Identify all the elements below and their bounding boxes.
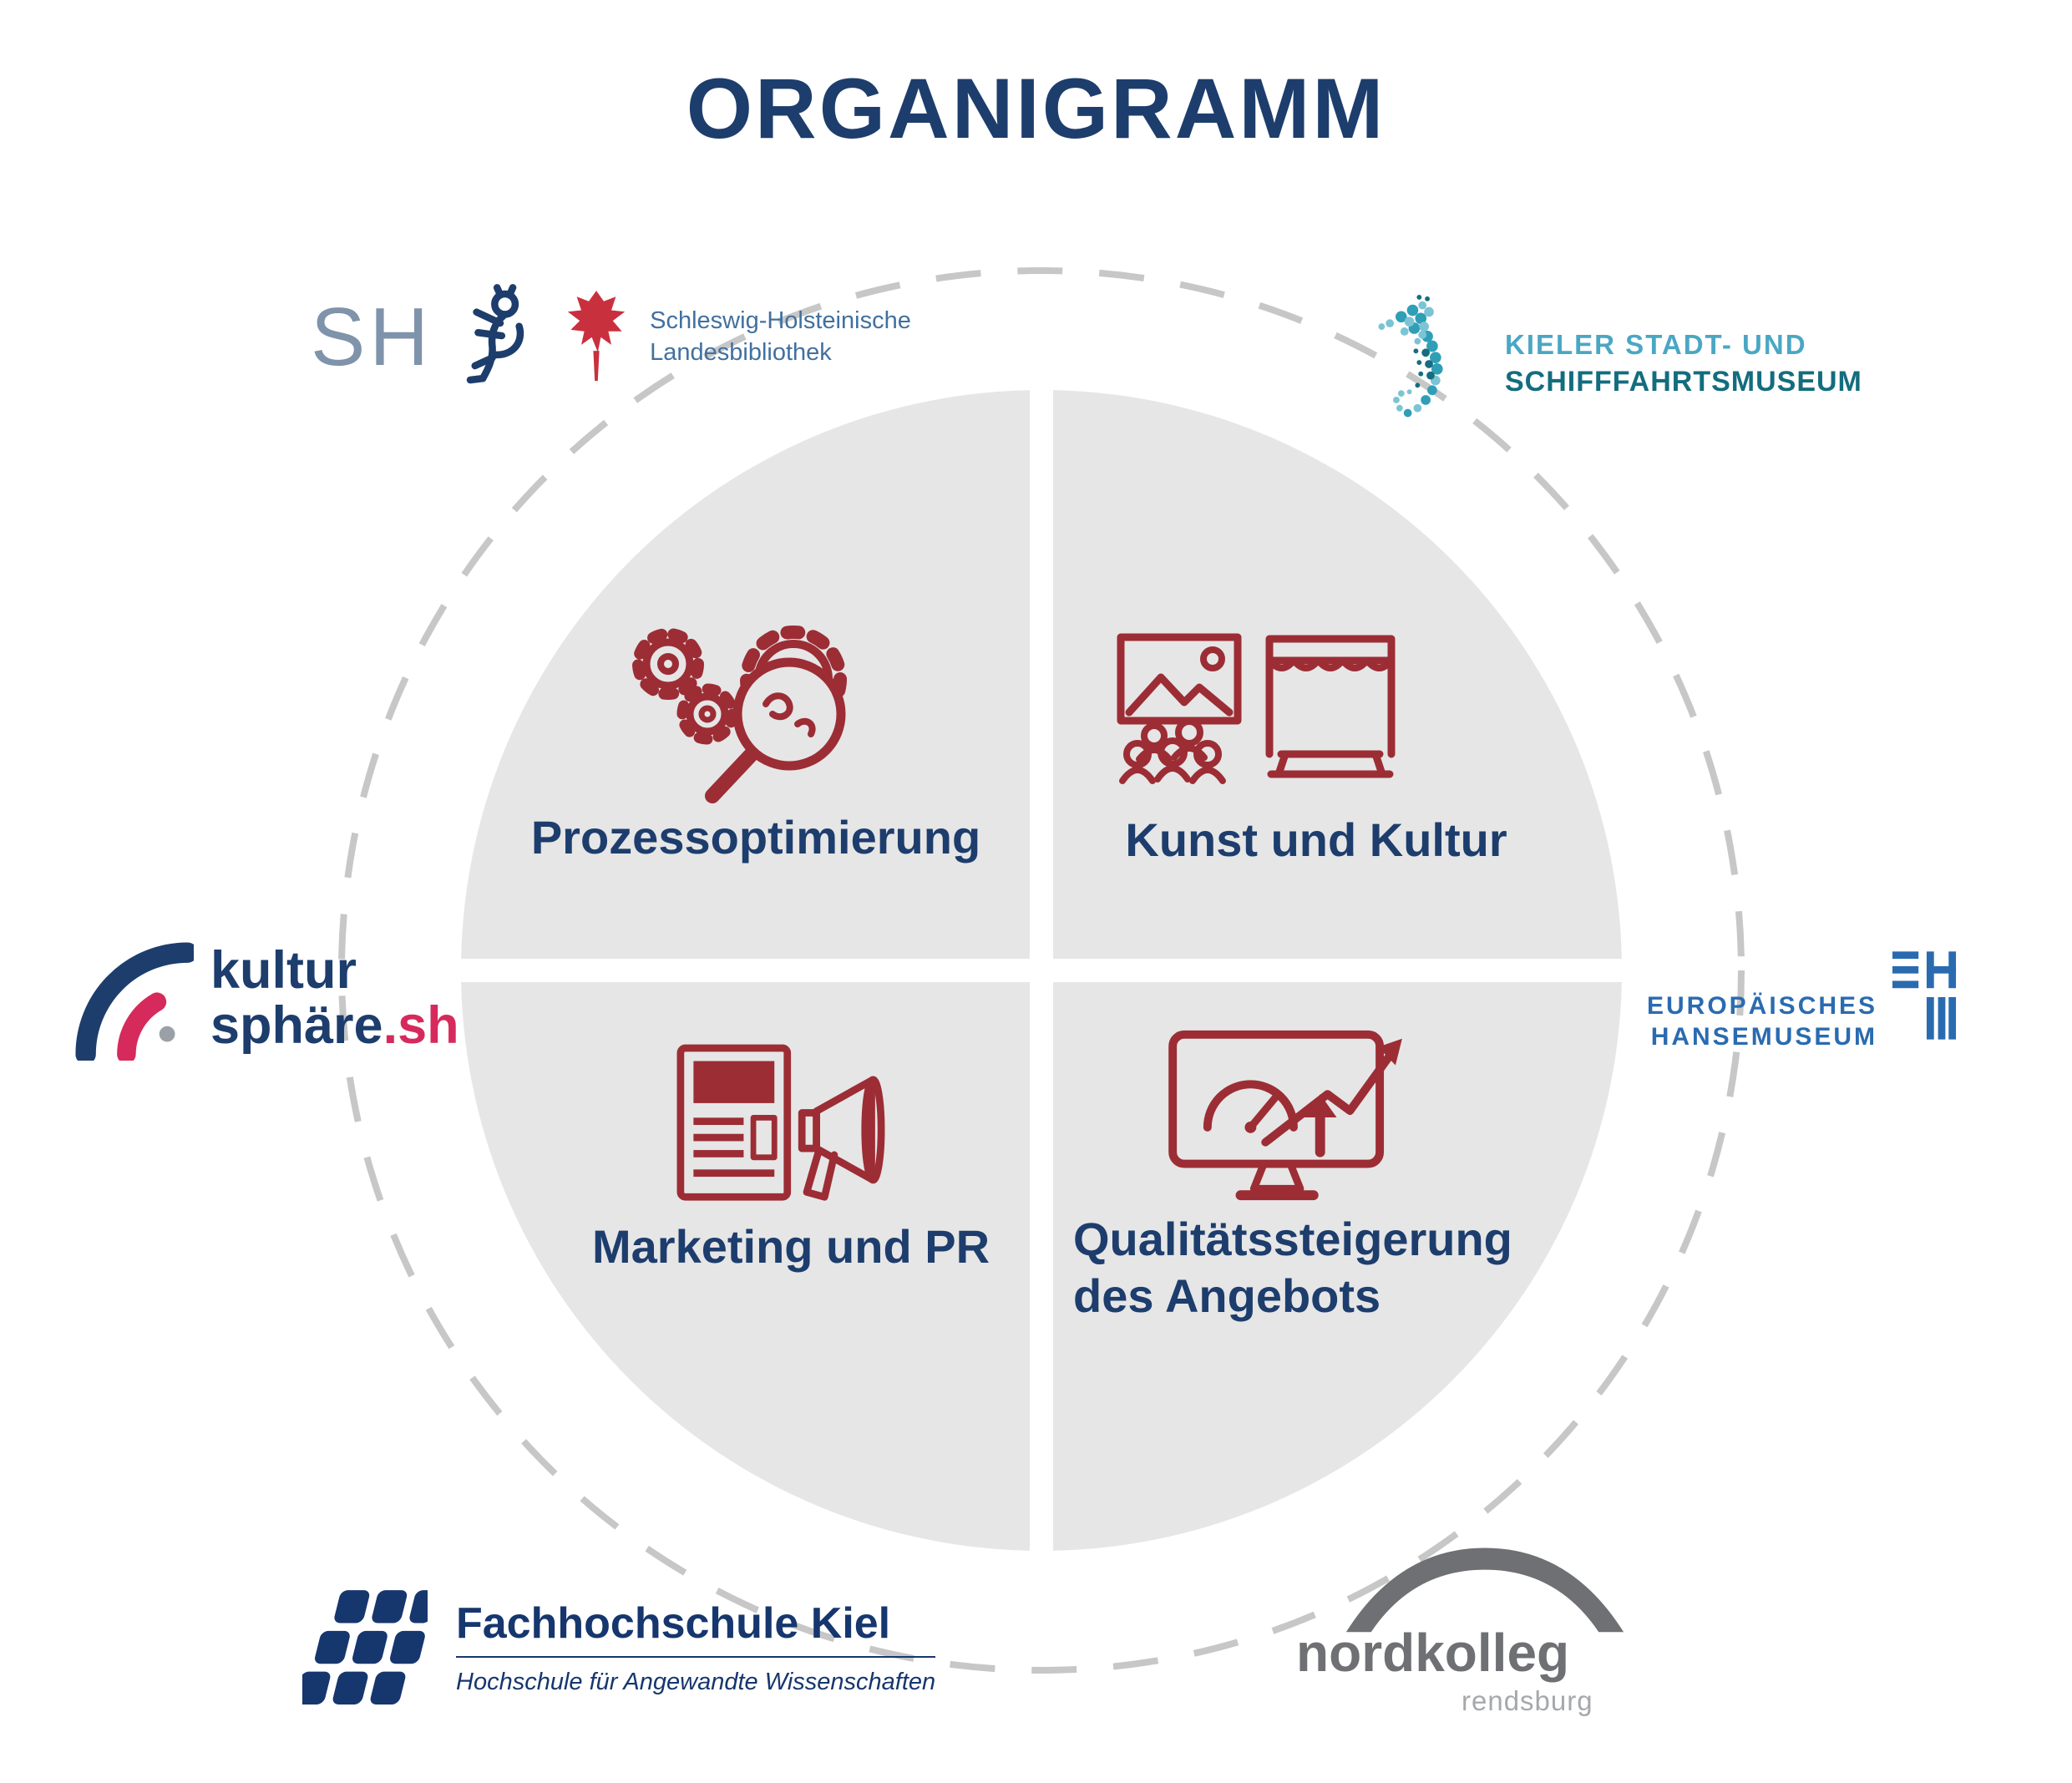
fh-kiel-waves-icon	[302, 1590, 428, 1704]
logo-kultursphaere: kultur sphäre.sh	[68, 935, 459, 1061]
fachhochschule-text: Fachhochschule Kiel Hochschule für Angew…	[456, 1598, 936, 1696]
logo-landesbibliothek: SH Schleswig-Holsteinische Landesbibliot…	[311, 281, 911, 393]
hansemuseum-eh-glyph-icon	[1892, 951, 1957, 1040]
quadrant-divider-horizontal	[461, 959, 1622, 982]
quadrant-label-line1: Qualitätssteigerung	[1073, 1213, 1512, 1265]
logo-nordkolleg: nordkolleg rendsburg	[1296, 1542, 1655, 1734]
logo-fachhochschule-kiel: Fachhochschule Kiel Hochschule für Angew…	[302, 1587, 936, 1708]
nordkolleg-name: nordkolleg	[1296, 1623, 1570, 1683]
hansemuseum-name-line1: EUROPÄISCHES	[1647, 992, 1878, 1020]
dashed-circle-outline	[338, 267, 1745, 1674]
landesbibliothek-name-line2: Landesbibliothek	[650, 339, 832, 366]
sh-abbreviation: SH	[311, 290, 433, 382]
landesbibliothek-name: Schleswig-Holsteinische Landesbibliothek	[650, 305, 911, 368]
seahorse-dots-icon	[1378, 294, 1443, 418]
logo-schifffahrtsmuseum: KIELER STADT- UND SCHIFFFAHRTSMUSEUM	[1376, 294, 1862, 433]
quadrant-label-kunst-und-kultur: Kunst und Kultur	[1125, 813, 1507, 866]
fachhochschule-name: Fachhochschule Kiel	[456, 1598, 891, 1648]
fachhochschule-subtitle: Hochschule für Angewandte Wissenschaften	[456, 1655, 936, 1696]
nordkolleg-subtitle: rendsburg	[1462, 1685, 1593, 1716]
quadrant-label-line2: des Angebots	[1073, 1269, 1381, 1323]
art-stage-icon	[1114, 626, 1398, 818]
gears-magnifier-icon	[622, 614, 889, 814]
kultursphaere-word1: kultur	[210, 941, 357, 1000]
schifffahrtsmuseum-name: KIELER STADT- UND SCHIFFFAHRTSMUSEUM	[1505, 327, 1862, 400]
quadrant-label-prozessoptimierung: Prozessoptimierung	[530, 811, 981, 864]
hansemuseum-name: EUROPÄISCHES HANSEMUSEUM	[1647, 990, 1877, 1052]
nordkolleg-arch-icon	[1345, 1547, 1624, 1633]
kultursphaere-wordmark: kultur sphäre.sh	[210, 943, 459, 1053]
kultursphaere-word2: sphäre	[210, 996, 383, 1055]
nettle-leaf-icon	[567, 291, 626, 382]
hansemuseum-name-line2: HANSEMUSEUM	[1650, 1023, 1878, 1051]
monitor-growth-icon	[1157, 1018, 1424, 1217]
sh-lion-icon	[466, 284, 524, 384]
quadrant-circle: Prozessoptimierung	[461, 390, 1622, 1551]
quadrant-label-qualitaetssteigerung: Qualitätssteigerung des Angebots	[1073, 1211, 1622, 1325]
quadrant-label-marketing-und-pr: Marketing und PR	[591, 1220, 990, 1273]
newspaper-megaphone-icon	[651, 1031, 910, 1222]
kultursphaere-suffix: .sh	[382, 996, 459, 1055]
page-title: ORGANIGRAMM	[686, 61, 1386, 156]
kultursphaere-arcs-icon	[75, 942, 194, 1061]
landesbibliothek-name-line1: Schleswig-Holsteinische	[650, 307, 911, 334]
kultursphaere-word2-row: sphäre.sh	[210, 998, 459, 1053]
schifffahrtsmuseum-name-line2: SCHIFFFAHRTSMUSEUM	[1505, 366, 1862, 398]
logo-hansemuseum: EUROPÄISCHES HANSEMUSEUM	[1647, 949, 1958, 1052]
schifffahrtsmuseum-name-line1: KIELER STADT- UND	[1505, 329, 1807, 360]
